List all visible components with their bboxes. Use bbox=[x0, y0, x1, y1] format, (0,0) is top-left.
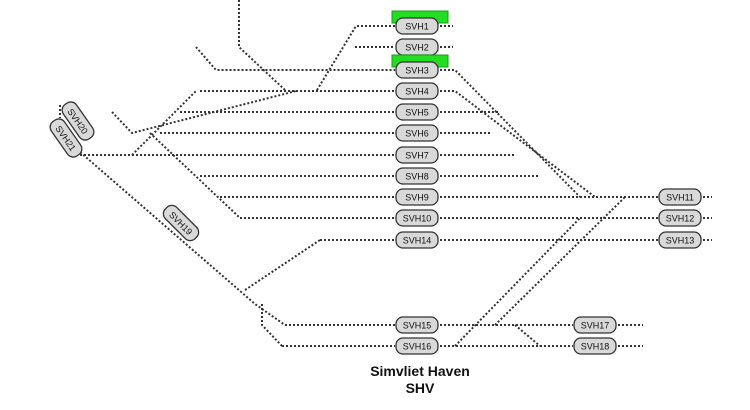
signal-box bbox=[162, 204, 200, 242]
signal-box bbox=[395, 146, 439, 164]
signal-label: SVH5 bbox=[405, 108, 429, 118]
signal-box bbox=[395, 209, 439, 227]
signal-label: SVH8 bbox=[405, 172, 429, 182]
signal-box bbox=[395, 188, 439, 206]
signal-label: SVH17 bbox=[581, 321, 610, 331]
signal-label: SVH14 bbox=[403, 236, 432, 246]
signal-label: SVH7 bbox=[405, 151, 429, 161]
signal-box bbox=[395, 316, 439, 334]
signal-svh19[interactable]: SVH19 bbox=[160, 202, 201, 243]
signal-label: SVH13 bbox=[666, 236, 695, 246]
signal-box bbox=[395, 124, 439, 142]
signal-svh11[interactable]: SVH11 bbox=[658, 188, 702, 206]
station-code: SHV bbox=[405, 380, 435, 396]
signal-box bbox=[61, 101, 95, 141]
signal-svh10[interactable]: SVH10 bbox=[395, 209, 439, 227]
signal-svh15[interactable]: SVH15 bbox=[395, 316, 439, 334]
signal-svh17[interactable]: SVH17 bbox=[573, 316, 617, 334]
signal-label: SVH9 bbox=[405, 193, 429, 203]
signal-label: SVH12 bbox=[666, 214, 695, 224]
signal-box bbox=[658, 231, 702, 249]
signal-box bbox=[573, 337, 617, 355]
signal-box bbox=[49, 118, 83, 158]
signal-svh4[interactable]: SVH4 bbox=[395, 82, 439, 100]
signal-box bbox=[658, 209, 702, 227]
signal-box bbox=[395, 103, 439, 121]
track-layout bbox=[49, 0, 712, 347]
signal-label: SVH10 bbox=[403, 214, 432, 224]
signal-label: SVH4 bbox=[405, 87, 429, 97]
signal-label: SVH11 bbox=[666, 193, 694, 203]
signal-box bbox=[395, 231, 439, 249]
signal-box bbox=[573, 316, 617, 334]
signal-svh5[interactable]: SVH5 bbox=[395, 103, 439, 121]
signal-svh3[interactable]: SVH3 bbox=[391, 54, 449, 79]
signal-svh16[interactable]: SVH16 bbox=[395, 337, 439, 355]
signal-svh6[interactable]: SVH6 bbox=[395, 124, 439, 142]
signal-box bbox=[658, 188, 702, 206]
signal-layer: SVH1SVH2SVH3SVH4SVH5SVH6SVH7SVH8SVH9SVH1… bbox=[49, 10, 702, 355]
signal-svh1[interactable]: SVH1 bbox=[391, 10, 449, 35]
station-name: Simvliet Haven bbox=[370, 363, 470, 379]
signal-svh7[interactable]: SVH7 bbox=[395, 146, 439, 164]
signal-svh18[interactable]: SVH18 bbox=[573, 337, 617, 355]
signal-box bbox=[395, 17, 439, 35]
signal-svh9[interactable]: SVH9 bbox=[395, 188, 439, 206]
signal-svh8[interactable]: SVH8 bbox=[395, 167, 439, 185]
signal-box bbox=[395, 82, 439, 100]
signal-box bbox=[395, 61, 439, 79]
signal-label: SVH16 bbox=[403, 342, 432, 352]
signal-label: SVH2 bbox=[405, 43, 429, 53]
signal-label: SVH6 bbox=[405, 129, 429, 139]
signal-svh13[interactable]: SVH13 bbox=[658, 231, 702, 249]
signal-svh12[interactable]: SVH12 bbox=[658, 209, 702, 227]
signal-label: SVH18 bbox=[581, 342, 610, 352]
signal-svh14[interactable]: SVH14 bbox=[395, 231, 439, 249]
signal-label: SVH3 bbox=[405, 66, 429, 76]
signal-label: SVH1 bbox=[405, 22, 429, 32]
signal-box bbox=[395, 167, 439, 185]
signal-box bbox=[395, 337, 439, 355]
signal-svh2[interactable]: SVH2 bbox=[395, 38, 439, 56]
signal-label: SVH15 bbox=[403, 321, 432, 331]
